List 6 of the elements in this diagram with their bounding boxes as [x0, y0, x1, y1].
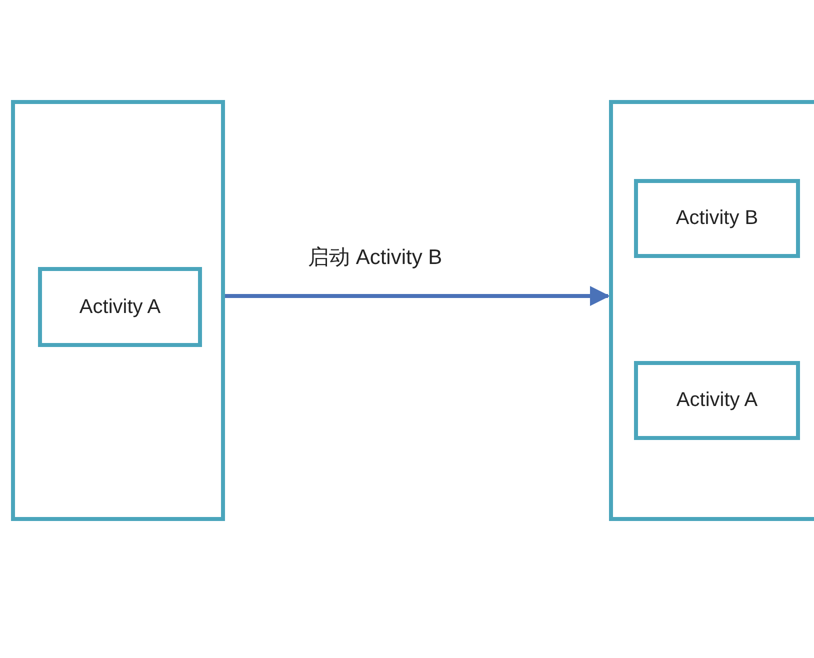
container-box	[609, 100, 814, 521]
activity-box: Activity A	[38, 267, 202, 347]
arrow	[225, 286, 610, 306]
activity-box: Activity A	[634, 361, 800, 440]
container-box	[11, 100, 225, 521]
activity-box: Activity B	[634, 179, 800, 258]
